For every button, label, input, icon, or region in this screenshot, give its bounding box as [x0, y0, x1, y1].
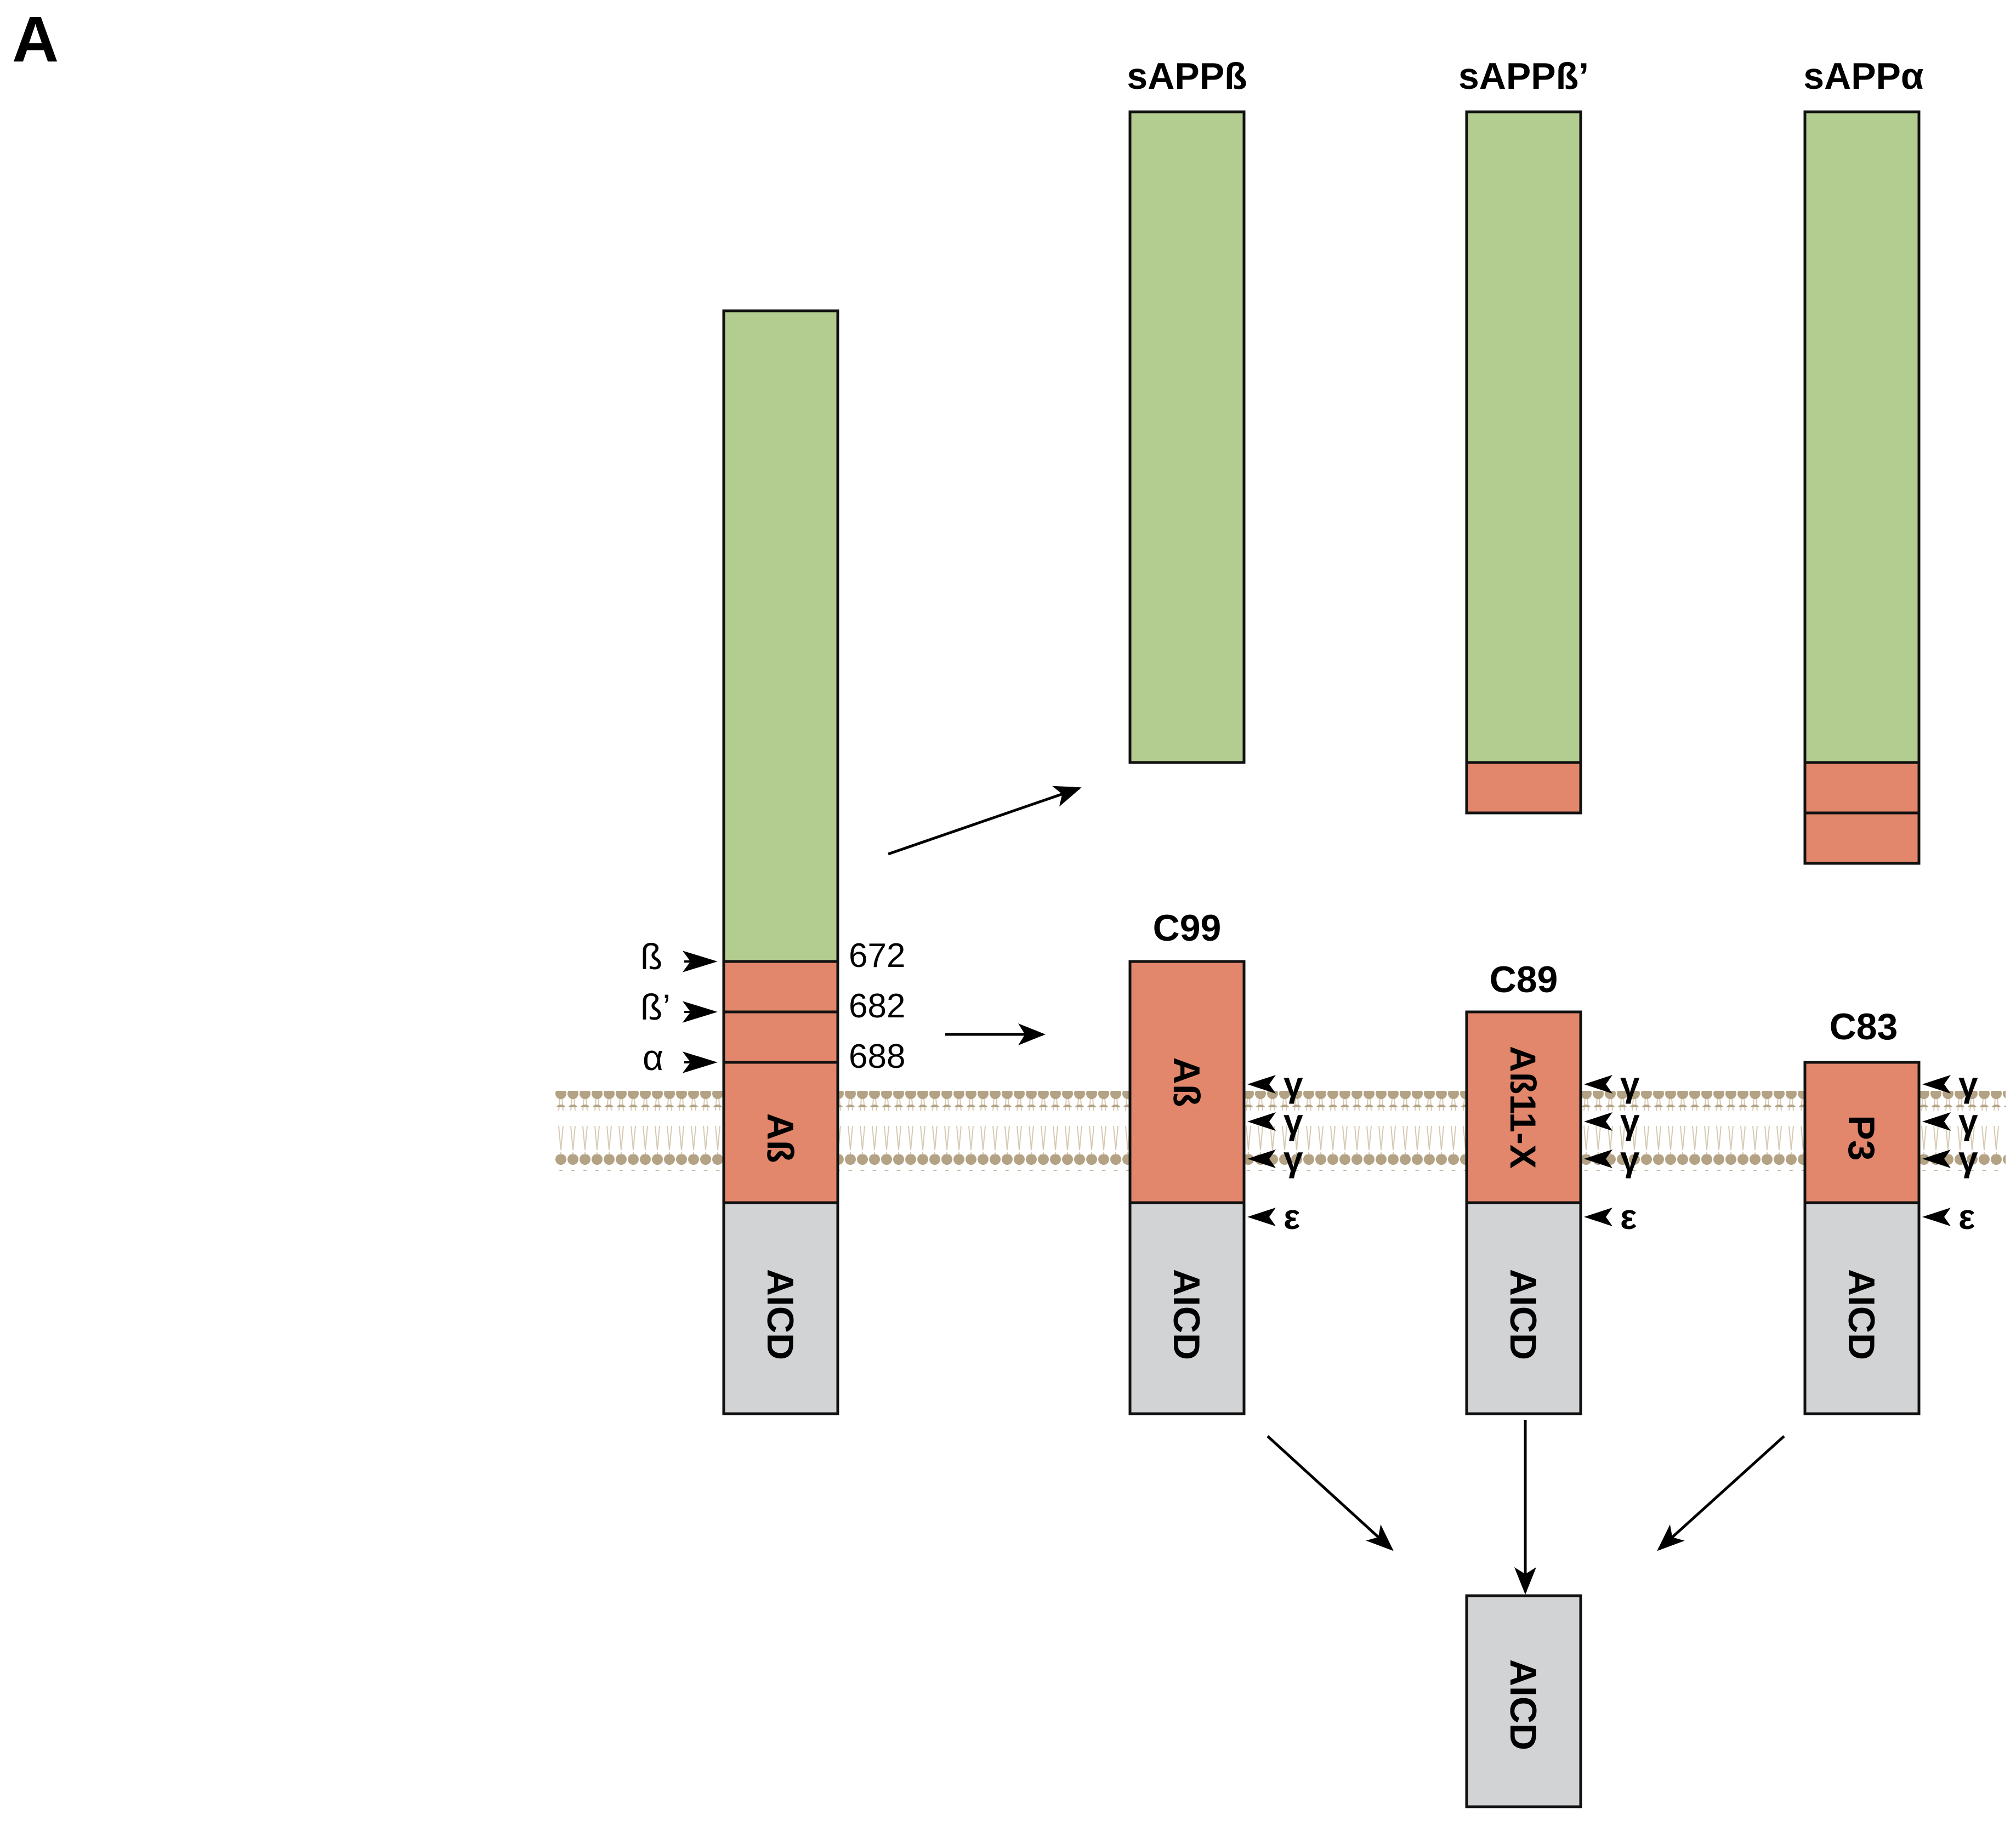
alpha-site-symbol: α	[643, 1037, 663, 1078]
beta-site-residue: 672	[849, 937, 905, 975]
secreted-fragment-sappb-prime: sAPPß’	[1458, 55, 1589, 815]
app-aicd-region	[722, 1201, 839, 1415]
c83-tm-label: P3	[1841, 1115, 1882, 1160]
c99-aicd-label: AICD	[1166, 1269, 1207, 1360]
c89-gamma-site-3-arrowhead	[1584, 1149, 1612, 1168]
beta-site-arrowhead	[682, 951, 718, 972]
c83-gamma-site-2-arrowhead	[1922, 1112, 1951, 1131]
c89-gamma-site-1-symbol: γ	[1620, 1065, 1640, 1104]
c89-gamma-site-2-symbol: γ	[1620, 1102, 1640, 1141]
c89-gamma-site-3-symbol: γ	[1620, 1139, 1640, 1179]
c89-label: C89	[1490, 959, 1558, 1000]
sappb-label: sAPPß	[1127, 55, 1247, 97]
c83-gamma-site-3-arrowhead	[1922, 1149, 1951, 1168]
c99-tm-label: Aß	[1166, 1057, 1207, 1107]
panel-label: A	[12, 3, 59, 76]
app-ectodomain	[722, 309, 839, 963]
c99-epsilon-site-symbol: ε	[1284, 1197, 1300, 1237]
c89-gamma-site-2-arrowhead	[1584, 1112, 1612, 1131]
secreted-fragment-sappa: sAPPα	[1803, 55, 1924, 865]
app-abeta-region	[722, 960, 839, 1204]
c83-epsilon-site-arrowhead	[1922, 1208, 1951, 1226]
sappb-prime-label: sAPPß’	[1458, 55, 1589, 97]
aicd-product: AICD	[1465, 1594, 1582, 1808]
c99-gamma-site-2-arrowhead	[1247, 1112, 1276, 1131]
c83-gamma-site-1-arrowhead	[1922, 1075, 1951, 1094]
c99-gamma-site-3-symbol: γ	[1284, 1139, 1303, 1179]
c89-epsilon-site-arrowhead	[1584, 1208, 1612, 1226]
c99-gamma-site-1-arrowhead	[1247, 1075, 1276, 1094]
beta-site-symbol: ß	[640, 936, 662, 977]
ctf-c89: C89 Aß11-X AICD	[1465, 959, 1582, 1415]
alpha-site-arrowhead	[682, 1051, 718, 1073]
c99-label: C99	[1153, 907, 1222, 949]
ctf-c83: C83 P3 AICD	[1803, 1006, 1921, 1415]
c83-aicd-label: AICD	[1841, 1269, 1882, 1360]
arrow-c83-to-aicd	[1657, 1435, 1785, 1551]
app-abeta-label: Aß	[759, 1113, 801, 1163]
c99-epsilon-site-arrowhead	[1247, 1208, 1276, 1226]
c83-label: C83	[1830, 1006, 1898, 1048]
arrow-to-secreted	[888, 786, 1082, 856]
beta-prime-site-residue: 682	[849, 987, 905, 1025]
c89-aicd-label: AICD	[1502, 1269, 1544, 1360]
beta-prime-site-symbol: ß’	[640, 987, 671, 1027]
c83-gamma-site-3-symbol: γ	[1958, 1139, 1978, 1179]
alpha-site-residue: 688	[849, 1038, 905, 1075]
app-full-length: Aß AICD ß 672 ß’ 682 α 688	[640, 309, 905, 1415]
c89-tm-label: Aß11-X	[1503, 1046, 1543, 1169]
c99-gamma-site-3-arrowhead	[1247, 1149, 1276, 1168]
c83-gamma-site-2-symbol: γ	[1958, 1102, 1978, 1141]
c83-gamma-site-1-symbol: γ	[1958, 1065, 1978, 1104]
arrow-c99-to-aicd	[1267, 1435, 1394, 1551]
app-aicd-label: AICD	[759, 1269, 801, 1360]
aicd-product-label: AICD	[1502, 1659, 1544, 1750]
c83-epsilon-site-symbol: ε	[1958, 1197, 1975, 1237]
c99-gamma-site-2-symbol: γ	[1284, 1102, 1303, 1141]
secreted-fragment-sappb: sAPPß	[1127, 55, 1247, 764]
sappa-label: sAPPα	[1803, 55, 1924, 97]
ctf-c99: C99 Aß AICD	[1128, 907, 1246, 1415]
c99-gamma-site-1-symbol: γ	[1284, 1065, 1303, 1104]
c89-gamma-site-1-arrowhead	[1584, 1075, 1612, 1094]
c89-epsilon-site-symbol: ε	[1620, 1197, 1637, 1237]
beta-prime-site-arrowhead	[682, 1001, 718, 1023]
